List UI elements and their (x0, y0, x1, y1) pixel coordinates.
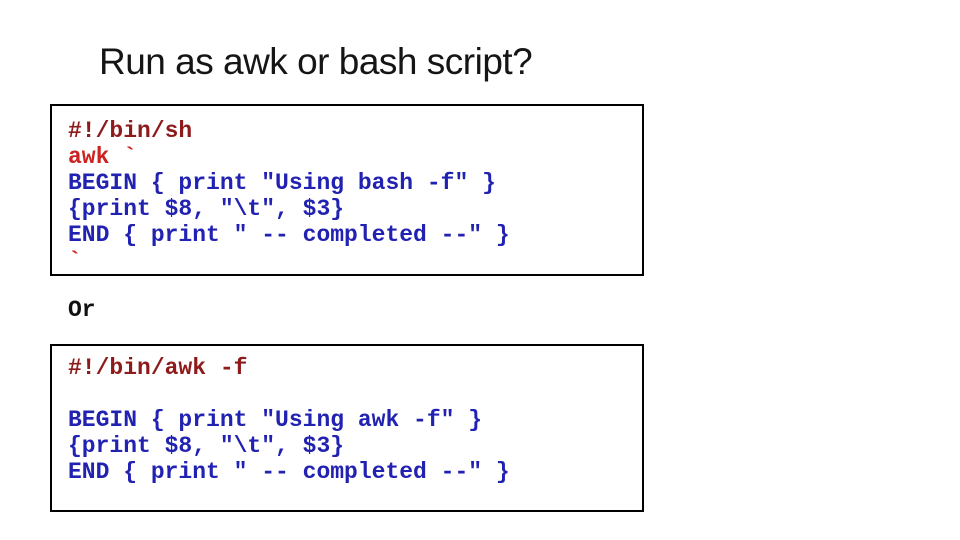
code-line: END { print " -- completed --" } (68, 459, 510, 485)
code-line: BEGIN { print "Using awk -f" } (68, 407, 483, 433)
code-line: #!/bin/sh (68, 118, 193, 144)
code-box-awk-script: #!/bin/awk -f BEGIN { print "Using awk -… (50, 344, 644, 512)
code-line: BEGIN { print "Using bash -f" } (68, 170, 496, 196)
or-label: Or (68, 297, 96, 323)
code-line: #!/bin/awk -f (68, 355, 248, 381)
code-line: {print $8, "\t", $3} (68, 196, 345, 222)
code-line: END { print " -- completed --" } (68, 222, 510, 248)
code-line: ` (68, 248, 82, 274)
code-box-sh-wrapper: #!/bin/sh awk ` BEGIN { print "Using bas… (50, 104, 644, 276)
code-line: {print $8, "\t", $3} (68, 433, 345, 459)
code-line (68, 381, 642, 407)
code-line: awk ` (68, 144, 138, 170)
slide-title: Run as awk or bash script? (99, 40, 533, 82)
